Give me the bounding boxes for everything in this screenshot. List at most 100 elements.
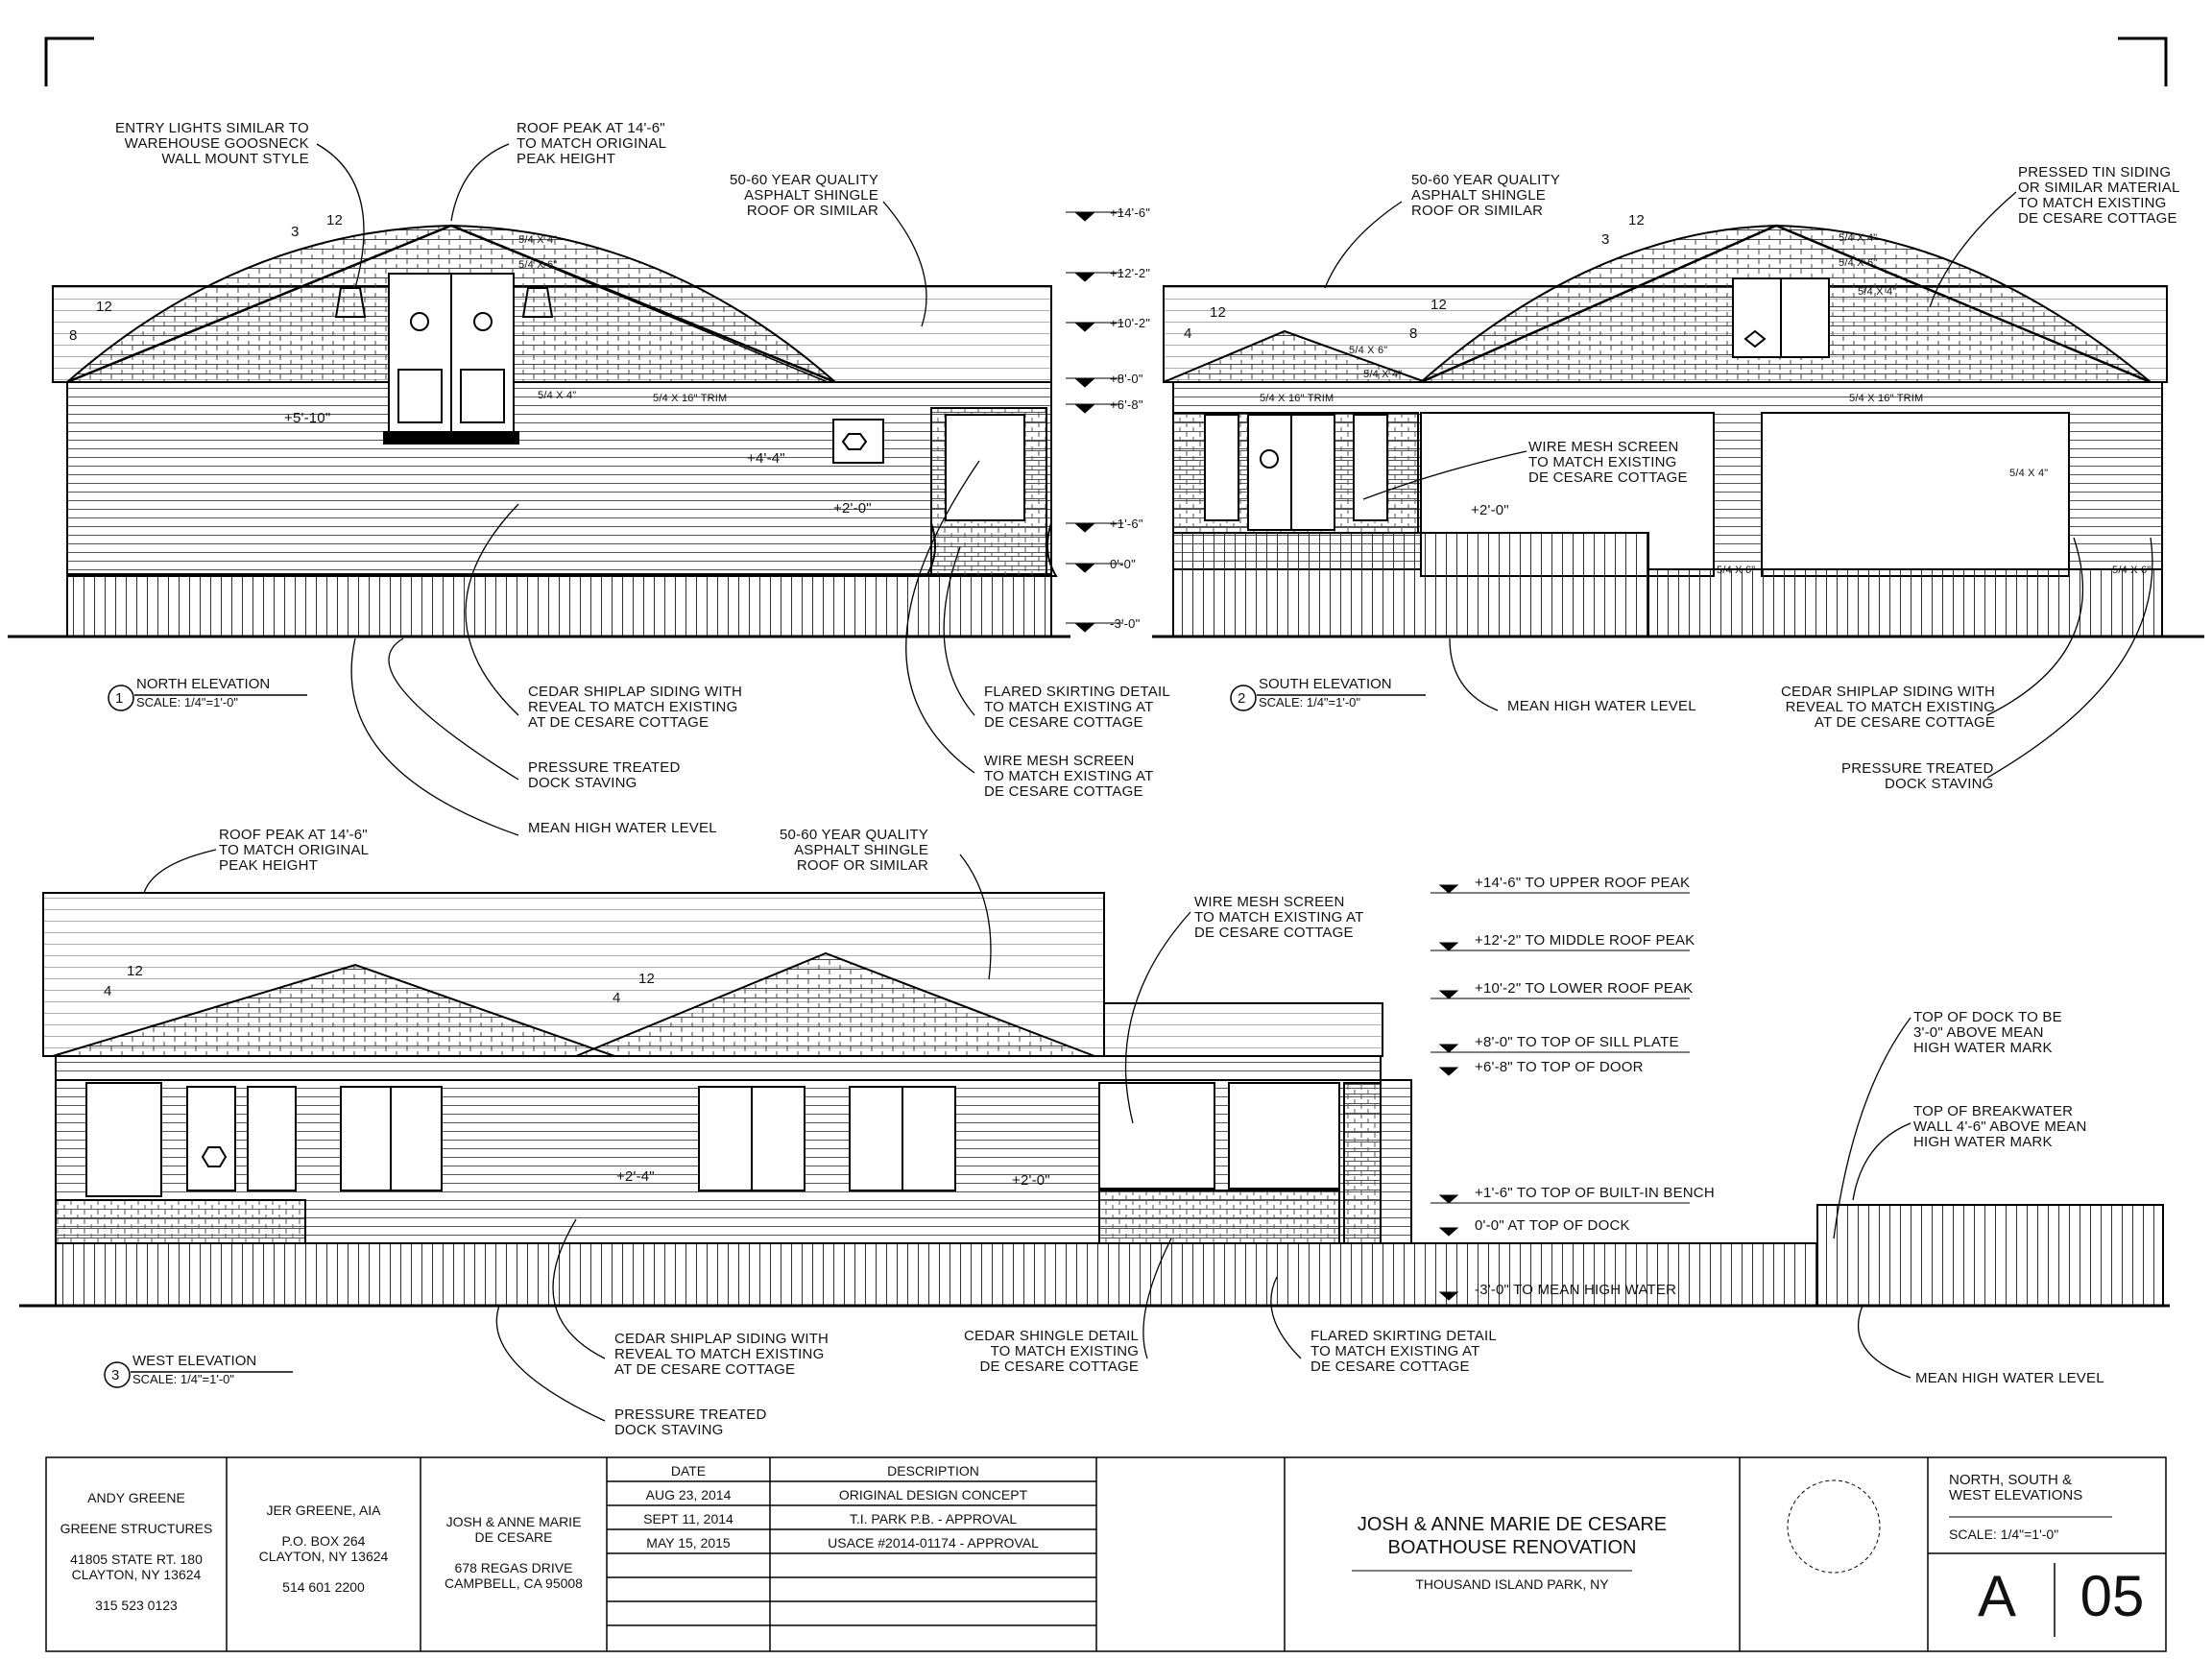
south-dim-5: 5/4 x 4": [1363, 369, 1403, 380]
west-elevation-scale: SCALE: 1/4"=1'-0": [132, 1372, 235, 1386]
north-water-note: MEAN HIGH WATER LEVEL: [528, 820, 717, 836]
revision-desc-3: USACE #2014-01174 - APPROVAL: [828, 1535, 1039, 1551]
west-breakwater-note: TOP OF BREAKWATER WALL 4'-6" ABOVE MEAN …: [1913, 1103, 2087, 1150]
north-trim-dim: 5/4 x 16" TRIM: [653, 393, 728, 404]
west-mesh-note: WIRE MESH SCREEN TO MATCH EXISTING AT DE…: [1194, 894, 1364, 941]
west-water-note: MEAN HIGH WATER LEVEL: [1915, 1370, 2104, 1386]
crop-marks: [44, 36, 2168, 86]
south-dim-6: 5/4 x 6": [1717, 565, 1756, 576]
designer-block: ANDY GREENE GREENE STRUCTURES 41805 STAT…: [60, 1490, 213, 1613]
south-pitch-c-rise: 8: [1409, 325, 1418, 342]
south-pitch-a-run: 12: [1628, 212, 1646, 228]
north-level-2: +4'-4": [747, 450, 785, 467]
center-level-5: +6'-8": [1110, 397, 1143, 412]
west-pitch-a-rise: 4: [104, 983, 112, 999]
west-shingle-detail-note: CEDAR SHINGLE DETAIL TO MATCH EXISTING D…: [964, 1328, 1140, 1375]
south-staving-note: PRESSURE TREATED DOCK STAVING: [1841, 760, 1994, 792]
center-level-3: +10'-2": [1110, 316, 1151, 330]
north-pitch-a-rise: 3: [291, 224, 300, 240]
north-entry-lights-note: ENTRY LIGHTS SIMILAR TO WAREHOUSE GOOSNE…: [115, 120, 309, 167]
south-dim-3: 5/4 x 4": [1858, 286, 1897, 298]
west-flared-note: FLARED SKIRTING DETAIL TO MATCH EXISTING…: [1310, 1328, 1497, 1375]
west-pitch-b-rise: 4: [613, 990, 621, 1006]
north-level-3: +2'-0": [833, 500, 872, 517]
west-legend-6: +1'-6" TO TOP OF BUILT-IN BENCH: [1475, 1185, 1715, 1201]
owner-block: JOSH & ANNE MARIE DE CESARE 678 REGAS DR…: [445, 1514, 583, 1591]
south-dim-1: 5/4 x 4": [1839, 232, 1878, 244]
west-legend-8: -3'-0" TO MEAN HIGH WATER: [1475, 1282, 1677, 1298]
north-elevation: [8, 224, 1070, 638]
north-siding-note: CEDAR SHIPLAP SIDING WITH REVEAL TO MATC…: [528, 684, 743, 731]
date-header: DATE: [670, 1463, 707, 1479]
center-level-8: -3'-0": [1110, 616, 1141, 631]
center-level-4: +8'-0": [1110, 372, 1143, 386]
north-elevation-scale: SCALE: 1/4"=1'-0": [136, 695, 239, 709]
west-elevation: [19, 892, 2170, 1308]
west-number: 3: [111, 1367, 120, 1383]
west-legend-7: 0'-0" AT TOP OF DOCK: [1475, 1217, 1630, 1234]
south-level: +2'-0": [1471, 502, 1509, 518]
west-legend-4: +8'-0" TO TOP OF SILL PLATE: [1475, 1034, 1679, 1050]
revision-date-3: MAY 15, 2015: [646, 1535, 731, 1551]
south-elevation-title: SOUTH ELEVATION: [1259, 676, 1392, 692]
north-dim-2: 5/4 x 6": [518, 259, 558, 271]
south-water-note: MEAN HIGH WATER LEVEL: [1507, 698, 1696, 714]
west-elevation-title: WEST ELEVATION: [132, 1353, 257, 1369]
south-pitch-c-run: 12: [1431, 297, 1448, 313]
south-tin-note: PRESSED TIN SIDING OR SIMILAR MATERIAL T…: [2018, 164, 2180, 227]
west-staving-note: PRESSURE TREATED DOCK STAVING: [614, 1407, 767, 1438]
south-trim-2: 5/4 x 16" TRIM: [1849, 393, 1924, 404]
west-pitch-a-run: 12: [127, 963, 144, 979]
south-pitch-b-rise: 4: [1184, 325, 1192, 342]
sheet-letter: A: [1977, 1564, 2017, 1628]
south-dim-4: 5/4 x 6": [1349, 345, 1388, 356]
north-pitch-b-run: 12: [96, 299, 113, 315]
elevation-markers: [104, 685, 1426, 1388]
south-mesh-note: WIRE MESH SCREEN TO MATCH EXISTING DE CE…: [1528, 439, 1688, 486]
sheet-title: NORTH, SOUTH & WEST ELEVATIONS: [1949, 1472, 2083, 1503]
west-legend-2: +12'-2" TO MIDDLE ROOF PEAK: [1475, 932, 1695, 949]
south-trim-1: 5/4 x 16" TRIM: [1260, 393, 1334, 404]
west-dock-top-note: TOP OF DOCK TO BE 3'-0" ABOVE MEAN HIGH …: [1913, 1009, 2062, 1056]
south-elevation: [1152, 224, 2204, 638]
north-level-1: +5'-10": [284, 410, 331, 426]
north-elevation-title: NORTH ELEVATION: [136, 676, 271, 692]
south-dim-7: 5/4 x 4": [2009, 468, 2049, 479]
sheet-scale: SCALE: 1/4"=1'-0": [1949, 1527, 2059, 1542]
revision-desc-1: ORIGINAL DESIGN CONCEPT: [838, 1487, 1028, 1503]
south-dim-2: 5/4 x 6": [1839, 257, 1878, 269]
project-title: JOSH & ANNE MARIE DE CESARE BOATHOUSE RE…: [1357, 1514, 1668, 1558]
west-legend-3: +10'-2" TO LOWER ROOF PEAK: [1475, 980, 1694, 997]
south-siding-note: CEDAR SHIPLAP SIDING WITH REVEAL TO MATC…: [1781, 684, 1996, 731]
south-dim-8: 5/4 x 6": [2112, 565, 2152, 576]
south-elevation-scale: SCALE: 1/4"=1'-0": [1259, 695, 1361, 709]
project-location: THOUSAND ISLAND PARK, NY: [1415, 1576, 1609, 1592]
south-number: 2: [1238, 690, 1246, 707]
north-number: 1: [115, 690, 124, 707]
north-pitch-a-run: 12: [326, 212, 344, 228]
north-shingle-note: 50-60 YEAR QUALITY ASPHALT SHINGLE ROOF …: [730, 172, 879, 219]
north-dim-3: 5/4 x 4": [538, 390, 577, 401]
description-header: DESCRIPTION: [887, 1463, 979, 1479]
revision-desc-2: T.I. PARK P.B. - APPROVAL: [849, 1511, 1018, 1527]
north-mesh-note: WIRE MESH SCREEN TO MATCH EXISTING AT DE…: [984, 753, 1154, 800]
west-level-2: +2'-0": [1012, 1172, 1050, 1189]
center-level-7: 0'-0": [1110, 557, 1136, 571]
revision-date-1: AUG 23, 2014: [645, 1487, 732, 1503]
sheet-number: 05: [2080, 1564, 2145, 1628]
north-pitch-b-rise: 8: [69, 327, 78, 344]
center-level-1: +14'-6": [1110, 205, 1151, 220]
west-legend-5: +6'-8" TO TOP OF DOOR: [1475, 1059, 1644, 1075]
center-level-markers: [1066, 211, 1123, 633]
west-level-markers: [1431, 884, 1690, 1301]
west-shingle-note: 50-60 YEAR QUALITY ASPHALT SHINGLE ROOF …: [780, 827, 929, 874]
title-block: [45, 1456, 2167, 1652]
west-level-1: +2'-4": [616, 1168, 655, 1185]
west-pitch-b-run: 12: [638, 971, 656, 987]
west-roof-peak-note: ROOF PEAK AT 14'-6" TO MATCH ORIGINAL PE…: [219, 827, 370, 874]
north-dim-1: 5/4 x 4": [518, 234, 558, 246]
north-roof-peak-note: ROOF PEAK AT 14'-6" TO MATCH ORIGINAL PE…: [517, 120, 667, 167]
west-siding-note: CEDAR SHIPLAP SIDING WITH REVEAL TO MATC…: [614, 1331, 830, 1378]
north-staving-note: PRESSURE TREATED DOCK STAVING: [528, 759, 681, 791]
